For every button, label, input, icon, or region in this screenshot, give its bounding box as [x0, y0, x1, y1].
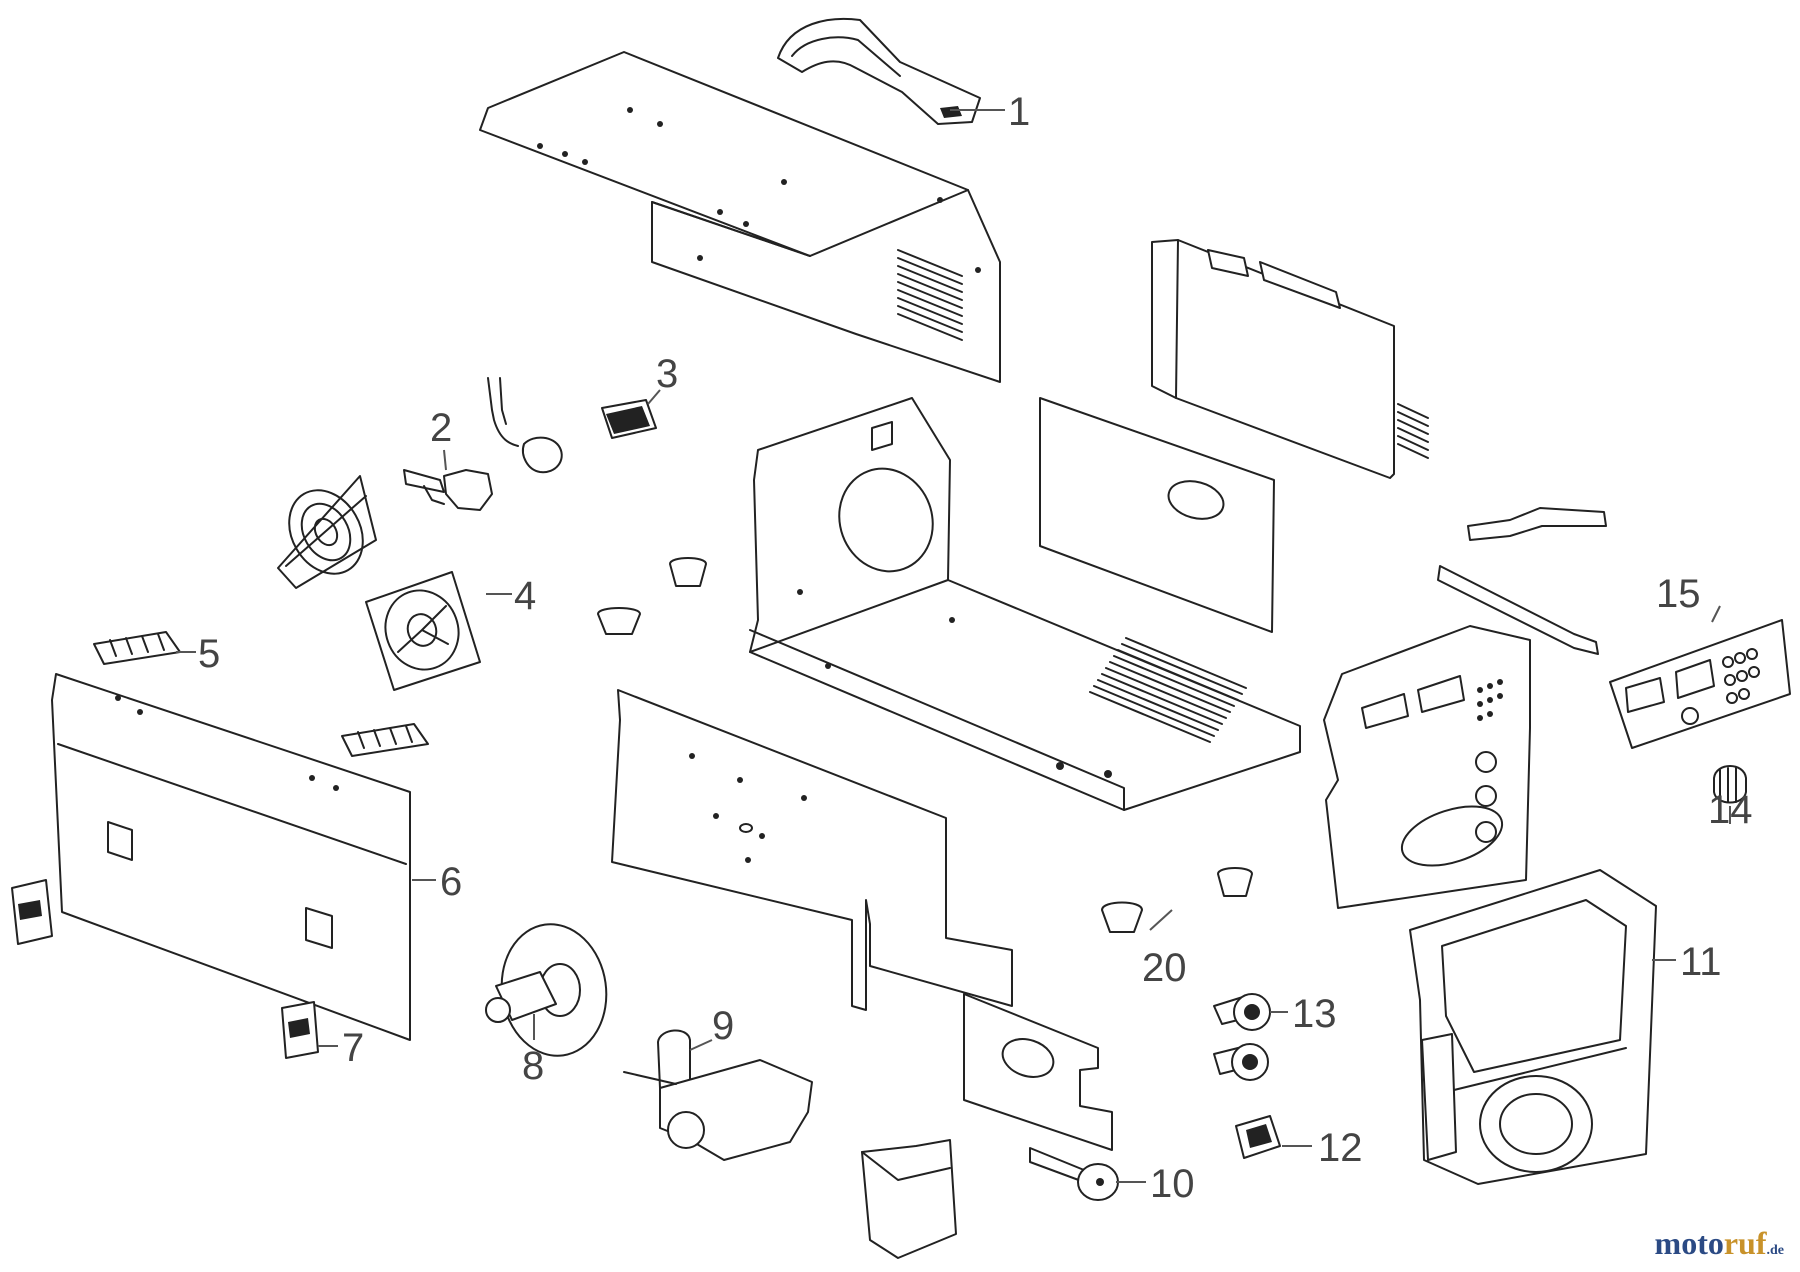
callout-9: 9 [712, 1004, 735, 1048]
torch-connector-part [1029, 1147, 1119, 1201]
bracket-part [1437, 507, 1607, 655]
callout-5: 5 [198, 632, 221, 676]
top-cover-part [479, 51, 1001, 383]
callout-14: 14 [1708, 788, 1753, 832]
brand-part3: .de [1766, 1243, 1785, 1258]
control-panel-part [1609, 619, 1791, 749]
cable-holder-part [11, 879, 319, 1059]
gas-hose-part [487, 377, 519, 447]
mounting-plate-part [963, 993, 1113, 1151]
fan-guard-part [277, 475, 377, 589]
callout-2: 2 [430, 406, 453, 450]
fan-part [365, 571, 481, 691]
inner-chassis-part [749, 397, 1301, 811]
dinse-socket-part [1213, 993, 1271, 1081]
knob-part [1713, 765, 1747, 804]
euro-connector-part [1235, 1115, 1281, 1159]
brand-part2: ruf [1723, 1225, 1767, 1261]
handle-part [777, 17, 981, 125]
callout-7: 7 [342, 1026, 365, 1070]
power-switch-part [522, 399, 657, 474]
callout-11: 11 [1680, 940, 1722, 984]
callout-13: 13 [1292, 992, 1337, 1036]
callout-8: 8 [522, 1044, 545, 1088]
cable-guard-part [861, 1139, 957, 1259]
callout-10: 10 [1150, 1162, 1195, 1206]
brand-watermark: motoruf.de [1655, 1225, 1784, 1262]
callout-leaders [176, 109, 1731, 1183]
callout-1: 1 [1008, 90, 1031, 134]
gas-valve-part [403, 469, 493, 511]
cable-clip-part [93, 631, 429, 757]
insulation-plate-part [1039, 397, 1275, 633]
front-frame-part [1409, 869, 1657, 1185]
spool-holder-part [485, 923, 608, 1057]
main-pcb-part [1151, 239, 1429, 479]
base-bracket-part [611, 689, 1013, 1011]
front-panel-part [1323, 625, 1531, 909]
callout-20: 20 [1142, 946, 1187, 990]
callout-15: 15 [1656, 572, 1701, 616]
callout-6: 6 [440, 860, 463, 904]
side-cover-part [51, 673, 411, 1041]
brand-part1: moto [1654, 1225, 1724, 1261]
callout-12: 12 [1318, 1126, 1363, 1170]
rubber-foot-part [597, 557, 1253, 933]
wire-feeder-part [623, 1029, 813, 1161]
callout-4: 4 [514, 574, 537, 618]
callout-3: 3 [656, 352, 679, 396]
